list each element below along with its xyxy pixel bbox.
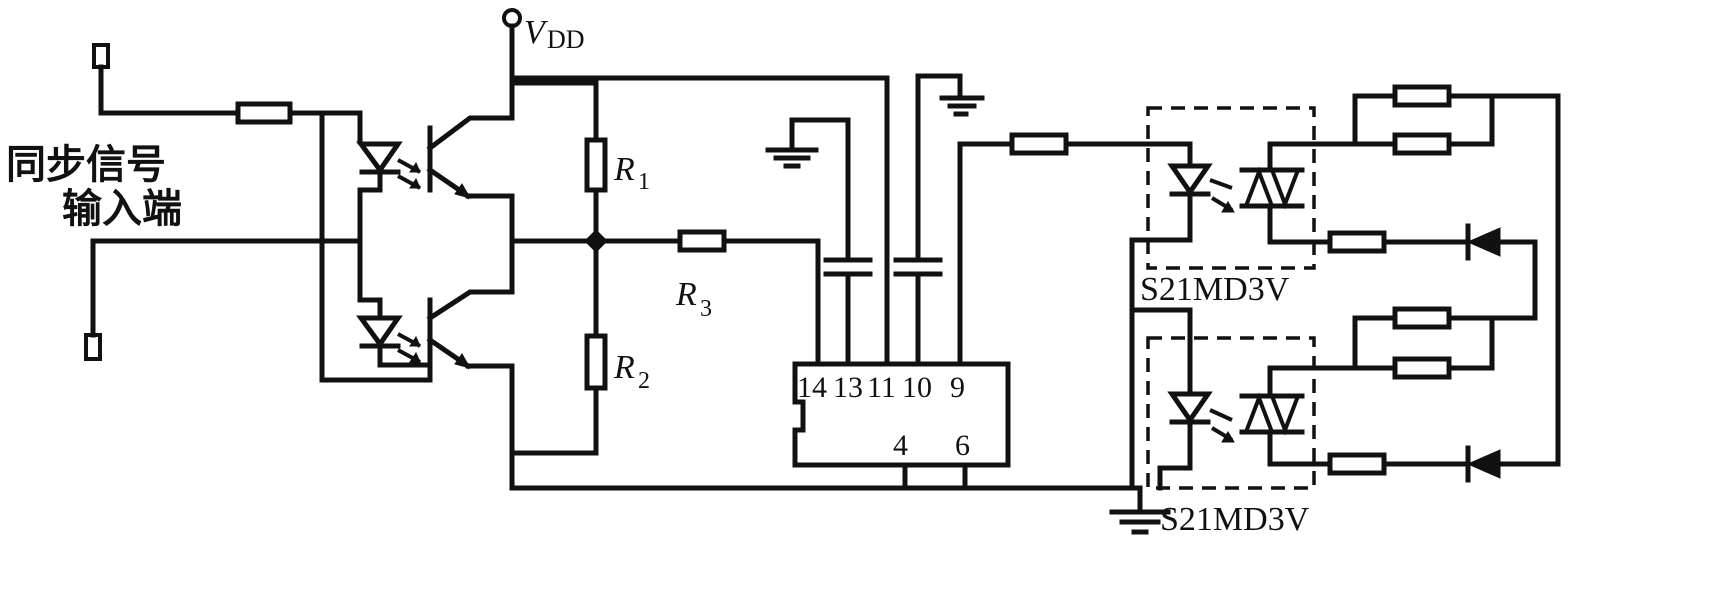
r1-label: R <box>613 151 635 188</box>
triac-upper-tri-2 <box>1272 170 1298 204</box>
load-lower-resistor-a <box>1395 309 1449 327</box>
input-terminal-top <box>94 45 108 67</box>
input-label-line1: 同步信号 <box>6 142 166 188</box>
led2-triangle <box>361 318 398 344</box>
wire-vdd-r1 <box>512 78 596 140</box>
wire-diode-lower-rail <box>1492 96 1558 464</box>
input-resistor <box>238 104 290 122</box>
load-upper-resistor-a <box>1395 87 1449 105</box>
load-upper-resistor-b <box>1395 135 1449 153</box>
led1-triangle <box>361 144 398 170</box>
ic-pin13-label: 13 <box>833 371 863 404</box>
triac-lower-tri-1 <box>1246 398 1272 432</box>
input-terminal-bottom <box>86 335 100 359</box>
resistor-r3 <box>680 232 724 250</box>
wire-led2-anode <box>360 241 380 318</box>
optotriac-lower-arrow-1 <box>1210 410 1232 420</box>
optotriac-upper-arrow-1 <box>1210 180 1232 188</box>
ic-pin9-label: 9 <box>950 371 965 404</box>
wire-outres-opto1 <box>1066 144 1190 162</box>
voltage-divider: R 1 R 2 <box>512 78 680 453</box>
ic-pin6-label: 6 <box>955 429 970 462</box>
diode-lower-triangle <box>1468 450 1500 478</box>
wire-t1-emitter <box>468 196 512 241</box>
junction-node <box>585 230 607 252</box>
optotriac-upper-led <box>1172 166 1208 192</box>
wire-r2-ground <box>512 388 596 453</box>
ic-pin4-label: 4 <box>893 429 908 462</box>
r3-label: R <box>675 276 697 313</box>
input-label-line2: 输入端 <box>62 186 182 232</box>
pin10-capacitor <box>896 76 982 364</box>
optotriac-lower-label: S21MD3V <box>1160 501 1310 538</box>
wire-optotriac-lower-cathode <box>1160 422 1190 488</box>
optocoupler-left-upper <box>322 78 512 241</box>
wire-input-top <box>101 67 238 113</box>
optotriac-upper-label: S21MD3V <box>1140 271 1290 308</box>
r3-subscript: 3 <box>700 296 712 322</box>
wire-gnd1-cap1 <box>792 120 848 258</box>
wire-gnd2-cap2 <box>918 76 960 258</box>
load-lower-resistor-b <box>1395 359 1449 377</box>
r1-subscript: 1 <box>638 169 650 195</box>
wire-led1-anode <box>322 113 360 142</box>
transistor1-collector <box>430 78 512 148</box>
resistor-r1 <box>587 140 605 190</box>
optotriac-lower-led <box>1172 394 1208 420</box>
triac-lower-tri-2 <box>1272 396 1298 430</box>
wire-triac-lower-bottom <box>1270 432 1330 464</box>
resistor-r2 <box>587 336 605 388</box>
r3-branch: R 3 <box>675 232 818 364</box>
wire-triac-upper-bottom <box>1270 206 1330 242</box>
vdd-label: V <box>524 14 549 51</box>
output-resistor <box>1012 135 1066 153</box>
ic-pin10-label: 10 <box>902 371 932 404</box>
diode-upper-triangle <box>1468 228 1500 256</box>
r2-label: R <box>613 349 635 386</box>
load-upper-series-resistor <box>1330 233 1384 251</box>
wire-optotriac-upper-cathode <box>1132 194 1190 488</box>
load-upper <box>1330 87 1535 318</box>
wire-optotriac-lower-anode <box>1132 310 1190 392</box>
transistor2-collector <box>430 241 512 318</box>
ic-pin14-label: 14 <box>797 371 827 404</box>
wire-led1-cathode <box>360 172 380 241</box>
vdd-subscript: DD <box>547 25 585 54</box>
optocoupler-left-lower <box>360 241 1140 488</box>
triac-upper-tri-1 <box>1246 172 1272 206</box>
wire-r3-pin14 <box>724 241 818 364</box>
r2-subscript: 2 <box>638 368 650 394</box>
load-lower-series-resistor <box>1330 455 1384 473</box>
wire-pin9-out <box>960 144 1012 364</box>
ic-pin11-label: 11 <box>867 371 896 404</box>
